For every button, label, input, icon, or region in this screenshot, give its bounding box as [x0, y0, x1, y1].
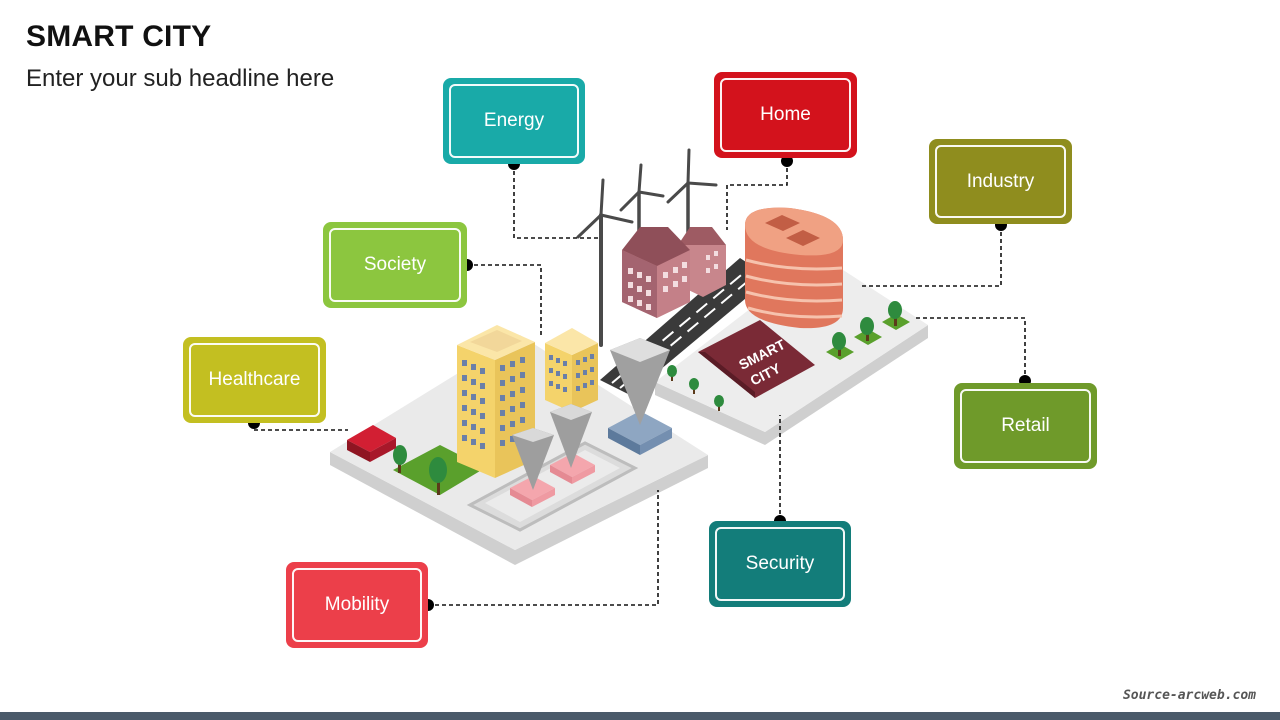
yellow-building-short [545, 328, 598, 412]
home-label: Home [720, 78, 851, 152]
security-box: Security [709, 521, 851, 607]
page-subtitle: Enter your sub headline here [26, 65, 335, 92]
location-pins [510, 338, 672, 507]
houses [622, 227, 726, 318]
energy-box: Energy [443, 78, 585, 164]
home-box: Home [714, 72, 857, 158]
office-tower [745, 207, 843, 329]
smart-city-sign: SMART CITY [698, 320, 815, 398]
healthcare-label: Healthcare [189, 343, 320, 417]
right-trees [667, 301, 910, 411]
mobility-label: Mobility [292, 568, 422, 642]
society-box: Society [323, 222, 467, 308]
energy-label: Energy [449, 84, 579, 158]
retail-label: Retail [960, 389, 1091, 463]
retail-box: Retail [954, 383, 1097, 469]
healthcare-box: Healthcare [183, 337, 326, 423]
society-label: Society [329, 228, 461, 302]
bottom-bar [0, 712, 1280, 720]
source-credit: Source-arcweb.com [1122, 688, 1256, 703]
mobility-box: Mobility [286, 562, 428, 648]
industry-box: Industry [929, 139, 1072, 224]
page-title: SMART CITY [26, 20, 212, 53]
industry-label: Industry [935, 145, 1066, 218]
right-platform [655, 255, 928, 445]
security-label: Security [715, 527, 845, 601]
red-block [347, 425, 396, 462]
